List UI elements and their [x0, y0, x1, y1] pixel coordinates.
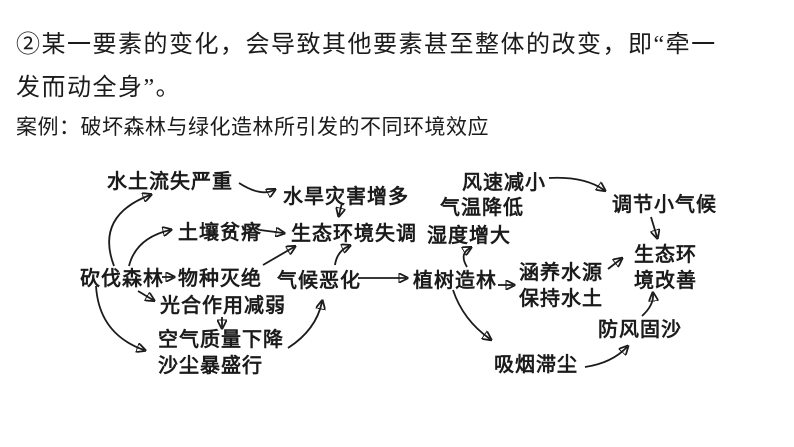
heading-line1: ②某一要素的变化，会导致其他要素甚至整体的改变，即“牵一: [16, 32, 717, 58]
node-water-conservation: 涵养水源 保持水土: [519, 262, 603, 310]
arrow-wind-speed-decrease-microclimate-regulation: [548, 176, 604, 190]
case-label: 案例：破坏森林与绿化造林所引发的不同环境效应: [16, 115, 489, 139]
arrow-climate-deterioration-eco-imbalance: [334, 246, 349, 266]
arrow-flood-drought-increase-eco-imbalance: [339, 202, 342, 215]
node-soil-erosion: 水土流失严重: [107, 171, 233, 193]
node-climate-deterioration: 气候恶化: [277, 270, 361, 292]
arrow-soil-erosion-flood-drought-increase: [238, 182, 274, 192]
arrow-deforestation-soil-erosion: [108, 195, 150, 267]
arrow-dust-absorption-windbreak-sand-fixation: [584, 347, 627, 368]
arrow-microclimate-regulation-eco-improvement: [651, 216, 657, 237]
node-dust-absorption: 吸烟滞尘: [494, 354, 578, 376]
arrow-species-extinction-eco-imbalance: [262, 247, 294, 266]
heading-line2: 发而动全身”。: [16, 75, 182, 101]
node-eco-imbalance: 生态环境失调: [291, 223, 417, 245]
heading: ②某一要素的变化，会导致其他要素甚至整体的改变，即“牵一 发而动全身”。: [16, 24, 717, 110]
node-afforestation: 植树造林: [413, 270, 497, 292]
arrow-deforestation-air-quality-decline: [95, 285, 144, 350]
arrow-water-conservation-eco-improvement: [607, 259, 621, 270]
node-photosynthesis-weakened: 光合作用减弱: [160, 295, 286, 317]
node-species-extinction: 物种灭绝: [178, 268, 262, 290]
node-deforestation: 砍伐森林: [80, 268, 164, 290]
arrow-deforestation-photosynthesis-weakened: [137, 290, 153, 300]
node-flood-drought-increase: 水旱灾害增多: [283, 186, 409, 208]
arrow-air-quality-decline-climate-deterioration: [287, 302, 322, 349]
arrow-soil-barren-eco-imbalance: [259, 230, 283, 233]
arrow-afforestation-dust-absorption: [452, 289, 490, 339]
node-eco-improvement: 生态环 境改善: [634, 244, 697, 292]
node-temperature-drop: 气温降低: [440, 197, 524, 219]
arrow-afforestation-humidity-increase: [464, 248, 470, 268]
node-microclimate-regulation: 调节小气候: [612, 194, 717, 216]
node-wind-speed-decrease: 风速减小: [462, 172, 546, 194]
arrow-windbreak-sand-fixation-eco-improvement: [641, 294, 653, 317]
node-windbreak-sand-fixation: 防风固沙: [598, 319, 682, 341]
node-soil-barren: 土壤贫瘠: [178, 222, 262, 244]
node-air-quality-decline: 空气质量下降 沙尘暴盛行: [158, 329, 284, 377]
arrow-deforestation-soil-barren: [128, 230, 170, 267]
node-humidity-increase: 湿度增大: [427, 225, 511, 247]
